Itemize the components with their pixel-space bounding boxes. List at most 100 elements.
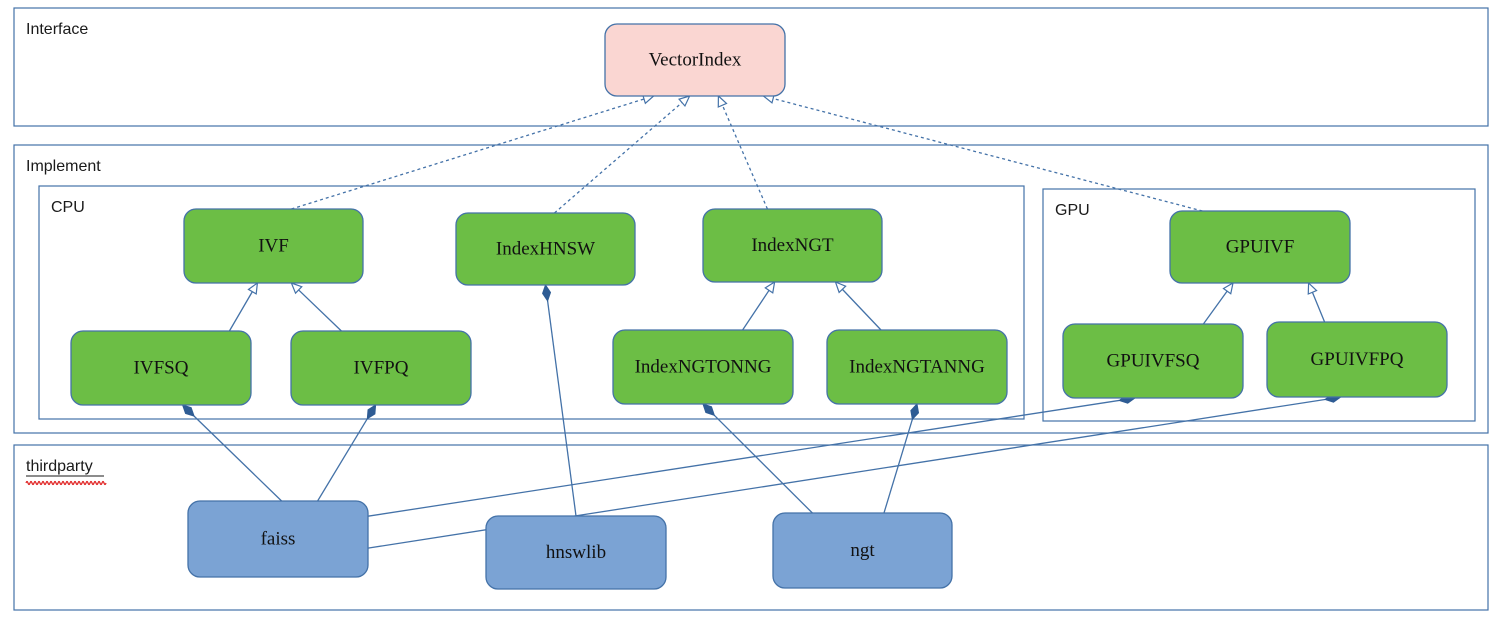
node-label-hnswlib: hnswlib xyxy=(546,542,606,563)
node-label-gpuivfpq: GPUIVFPQ xyxy=(1311,349,1404,370)
node-gpuivf[interactable]: GPUIVF xyxy=(1169,210,1351,284)
node-indexngtanng[interactable]: IndexNGTANNG xyxy=(826,329,1008,405)
node-box-gpuivf[interactable] xyxy=(1169,210,1351,284)
group-interface: Interface xyxy=(13,7,1489,127)
edge-hnswlib-to-indexhnsw xyxy=(542,283,577,517)
node-label-ivf: IVF xyxy=(258,235,289,256)
edge-faiss-to-gpuivfsq xyxy=(367,394,1137,517)
edge-line xyxy=(367,399,1120,517)
edge-indexngtonng-to-indexngt xyxy=(742,280,776,331)
node-label-indexngtanng: IndexNGTANNG xyxy=(849,356,985,377)
composition-diamond-icon xyxy=(181,404,195,417)
node-box-indexngt[interactable] xyxy=(702,208,883,283)
node-label-indexhnsw: IndexHNSW xyxy=(496,238,595,259)
node-vectorindex[interactable]: VectorIndex xyxy=(604,23,786,97)
edge-line xyxy=(713,414,813,514)
edge-line xyxy=(1202,290,1228,325)
edge-line xyxy=(772,97,1203,212)
node-gpuivfsq[interactable]: GPUIVFSQ xyxy=(1062,323,1244,399)
node-label-vectorindex: VectorIndex xyxy=(649,49,742,70)
edge-line xyxy=(546,300,577,517)
node-ivf[interactable]: IVF xyxy=(183,208,364,284)
generalization-arrow-icon xyxy=(1307,281,1318,295)
group-cpu: CPU xyxy=(38,185,1025,420)
node-ngt[interactable]: ngt xyxy=(772,512,953,589)
node-ivfsq[interactable]: IVFSQ xyxy=(70,330,252,406)
node-indexngtonng[interactable]: IndexNGTONNG xyxy=(612,329,794,405)
node-indexhnsw[interactable]: IndexHNSW xyxy=(455,212,636,286)
node-indexngt[interactable]: IndexNGT xyxy=(702,208,883,283)
node-label-gpuivfsq: GPUIVFSQ xyxy=(1107,350,1200,371)
edge-line xyxy=(291,98,645,210)
node-label-ivfsq: IVFSQ xyxy=(134,357,189,378)
edge-ivf-to-vectorindex xyxy=(291,94,656,210)
node-box-faiss[interactable] xyxy=(187,500,369,578)
node-box-indexhnsw[interactable] xyxy=(455,212,636,286)
generalization-arrow-icon xyxy=(834,280,847,294)
group-border-gpu xyxy=(1042,188,1476,422)
node-gpuivfpq[interactable]: GPUIVFPQ xyxy=(1266,321,1448,398)
edge-indexngt-to-vectorindex xyxy=(717,94,769,210)
node-box-ivf[interactable] xyxy=(183,208,364,284)
edge-line xyxy=(298,289,342,332)
edge-ivfpq-to-ivf xyxy=(290,281,342,332)
node-label-faiss: faiss xyxy=(261,528,296,549)
edge-gpuivfpq-to-gpuivf xyxy=(1307,281,1326,323)
edge-ngt-to-indexngtanng xyxy=(883,402,920,514)
node-label-indexngtonng: IndexNGTONNG xyxy=(635,356,772,377)
group-label-cpu: CPU xyxy=(51,199,85,216)
composition-diamond-icon xyxy=(910,402,920,421)
node-hnswlib[interactable]: hnswlib xyxy=(485,515,667,590)
edge-line xyxy=(742,289,770,331)
edge-indexngtanng-to-indexngt xyxy=(834,280,882,331)
edge-line xyxy=(317,418,368,502)
composition-diamond-icon xyxy=(702,403,716,417)
edge-indexhnsw-to-vectorindex xyxy=(554,95,691,214)
node-box-gpuivfpq[interactable] xyxy=(1266,321,1448,398)
edge-line xyxy=(193,415,283,502)
generalization-arrow-icon xyxy=(764,280,776,294)
group-border-cpu xyxy=(38,185,1025,420)
generalization-arrow-icon xyxy=(1222,281,1234,295)
group-label-implement: Implement xyxy=(26,158,101,175)
edge-gpuivfsq-to-gpuivf xyxy=(1202,281,1234,325)
edge-faiss-to-ivfsq xyxy=(181,404,283,502)
node-faiss[interactable]: faiss xyxy=(187,500,369,578)
node-box-vectorindex[interactable] xyxy=(604,23,786,97)
edge-line xyxy=(228,291,253,332)
node-box-indexngtonng[interactable] xyxy=(612,329,794,405)
node-box-gpuivfsq[interactable] xyxy=(1062,323,1244,399)
node-box-hnswlib[interactable] xyxy=(485,515,667,590)
node-box-ivfsq[interactable] xyxy=(70,330,252,406)
node-box-indexngtanng[interactable] xyxy=(826,329,1008,405)
group-implement: Implement xyxy=(13,144,1489,434)
edge-line xyxy=(841,288,882,331)
group-border-interface xyxy=(13,7,1489,127)
composition-diamond-icon xyxy=(542,283,552,302)
generalization-arrow-icon xyxy=(247,281,259,295)
edge-line xyxy=(883,419,913,514)
edge-ivfsq-to-ivf xyxy=(228,281,259,332)
edge-gpuivf-to-vectorindex xyxy=(761,93,1203,212)
spellcheck-squiggle-icon xyxy=(25,480,107,486)
edge-faiss-to-ivfpq xyxy=(317,404,377,502)
node-box-ivfpq[interactable] xyxy=(290,330,472,406)
node-label-indexngt: IndexNGT xyxy=(751,235,834,256)
group-thirdparty: thirdparty xyxy=(13,444,1489,611)
group-label-interface: Interface xyxy=(26,21,88,38)
edges xyxy=(181,93,1342,549)
generalization-arrow-icon xyxy=(717,94,728,108)
edge-ngt-to-indexngtonng xyxy=(702,403,813,514)
generalization-arrow-icon xyxy=(678,95,691,108)
edge-line xyxy=(721,104,769,210)
group-border-implement xyxy=(13,144,1489,434)
group-label-thirdparty: thirdparty xyxy=(26,458,93,475)
node-ivfpq[interactable]: IVFPQ xyxy=(290,330,472,406)
composition-diamond-icon xyxy=(366,404,377,420)
generalization-arrow-icon xyxy=(290,281,303,295)
node-label-ngt: ngt xyxy=(850,540,875,561)
node-box-ngt[interactable] xyxy=(772,512,953,589)
